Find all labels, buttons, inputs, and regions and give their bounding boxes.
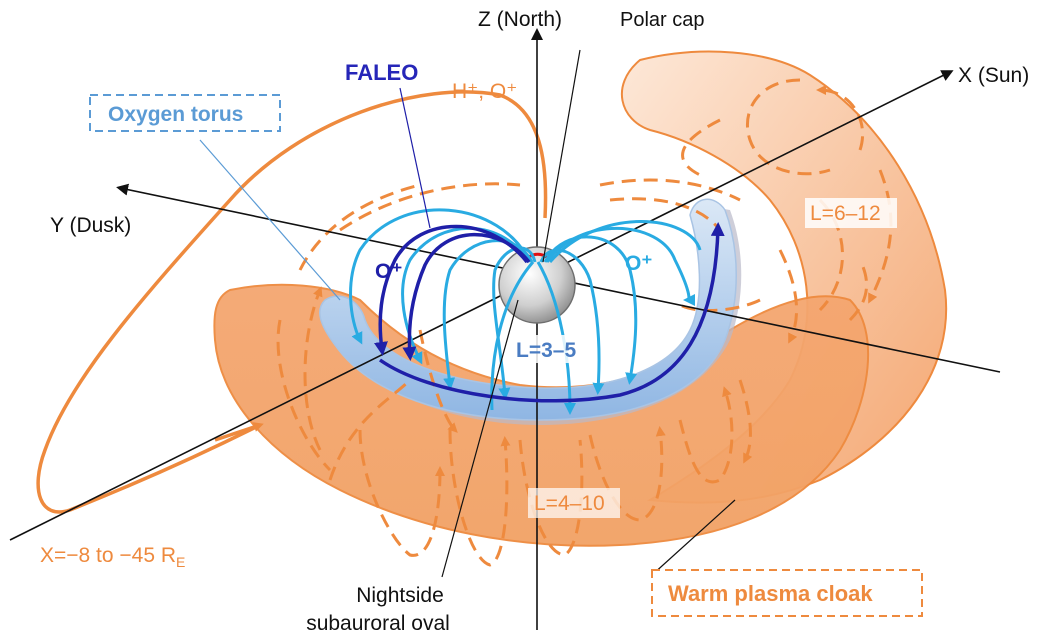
warm-plasma-cloak-box	[651, 569, 923, 617]
l-inner-box	[510, 335, 594, 363]
oxygen-field-lines	[349, 208, 702, 415]
leader-lines	[199, 49, 736, 578]
l-outer-right-box	[805, 198, 897, 228]
z-axis-label: Z (North)	[478, 8, 562, 31]
faleo-field-lines	[374, 222, 725, 403]
tail-flux-arrow	[214, 422, 264, 442]
tail-flux-loop	[36, 90, 548, 514]
x-axis-label: X (Sun)	[958, 64, 1029, 87]
l-lower-label: L=4–10	[534, 492, 605, 515]
l-outer-right-label: L=6–12	[810, 202, 881, 225]
earth-sphere	[498, 246, 576, 324]
tail-distance-main: X=−8 to −45 R	[40, 544, 176, 567]
nightside-label-line2: subauroral oval	[306, 612, 450, 635]
tail-distance-label: X=−8 to −45 RE	[40, 544, 185, 570]
tail-distance-sub: E	[176, 554, 185, 570]
l-lower-box	[528, 488, 620, 518]
oxygen-torus-band	[319, 198, 737, 421]
warm-plasma-cloak-label: Warm plasma cloak	[668, 581, 873, 606]
oxygen-torus-box	[89, 94, 281, 132]
faleo-label: FALEO	[345, 60, 418, 85]
y-axis-label: Y (Dusk)	[50, 214, 131, 237]
l-inner-label: L=3–5	[516, 339, 576, 362]
o-plus-right-label: O⁺	[625, 252, 652, 275]
ions-top-label: H⁺, O⁺	[452, 80, 517, 103]
o-plus-left-label: O⁺	[375, 260, 402, 283]
nightside-label-line1: Nightside	[356, 584, 444, 607]
oxygen-torus-label: Oxygen torus	[108, 103, 243, 126]
polar-cap-label: Polar cap	[620, 9, 705, 31]
